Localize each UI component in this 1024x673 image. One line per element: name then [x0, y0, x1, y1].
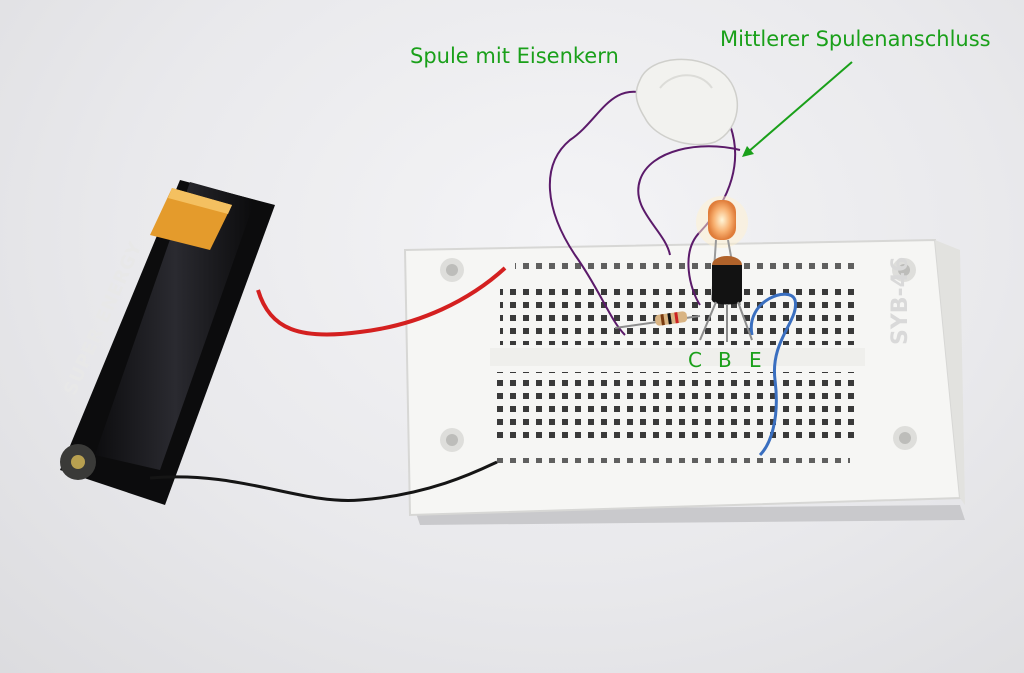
breadboard — [403, 238, 965, 517]
black-wire — [149, 460, 498, 502]
center-tap-label: Mittlerer Spulenanschluss — [720, 27, 991, 51]
transistor — [699, 256, 753, 342]
coil-wire-tap — [637, 145, 741, 256]
base-label: B — [718, 348, 732, 372]
battery-holder — [60, 180, 275, 505]
resistor — [614, 311, 701, 329]
coil — [635, 58, 739, 146]
collector-label: C — [688, 348, 702, 372]
blue-wire — [749, 292, 798, 457]
led — [696, 196, 748, 306]
coil-label: Spule mit Eisenkern — [410, 44, 619, 68]
red-wire — [256, 266, 507, 337]
coil-wire-left — [549, 90, 651, 336]
breadboard-model-text: SYB-46 — [888, 256, 913, 345]
arrow — [742, 61, 853, 157]
emitter-label: E — [749, 348, 762, 372]
